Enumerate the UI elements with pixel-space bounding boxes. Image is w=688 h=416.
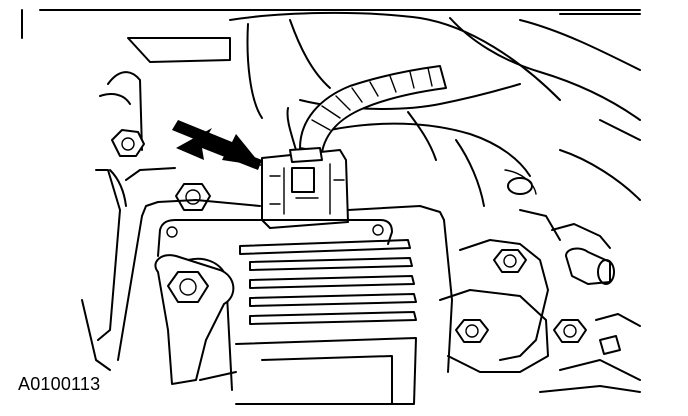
figure-id-label: A0100113 bbox=[18, 374, 101, 394]
frame-lines bbox=[21, 9, 641, 39]
bolt-top-left bbox=[111, 129, 145, 157]
electrical-connector-icon bbox=[261, 147, 349, 229]
right-hardware bbox=[439, 209, 641, 393]
arrow-pointer-icon bbox=[172, 120, 262, 170]
cooling-fins bbox=[239, 239, 417, 325]
lower-left-bracket bbox=[154, 254, 235, 385]
module-plate bbox=[117, 199, 453, 405]
bolt-center-left bbox=[175, 183, 211, 211]
wire-harness bbox=[286, 65, 447, 153]
engine-casting bbox=[127, 11, 641, 207]
plate-holes bbox=[166, 224, 384, 238]
left-bracket bbox=[81, 71, 176, 371]
